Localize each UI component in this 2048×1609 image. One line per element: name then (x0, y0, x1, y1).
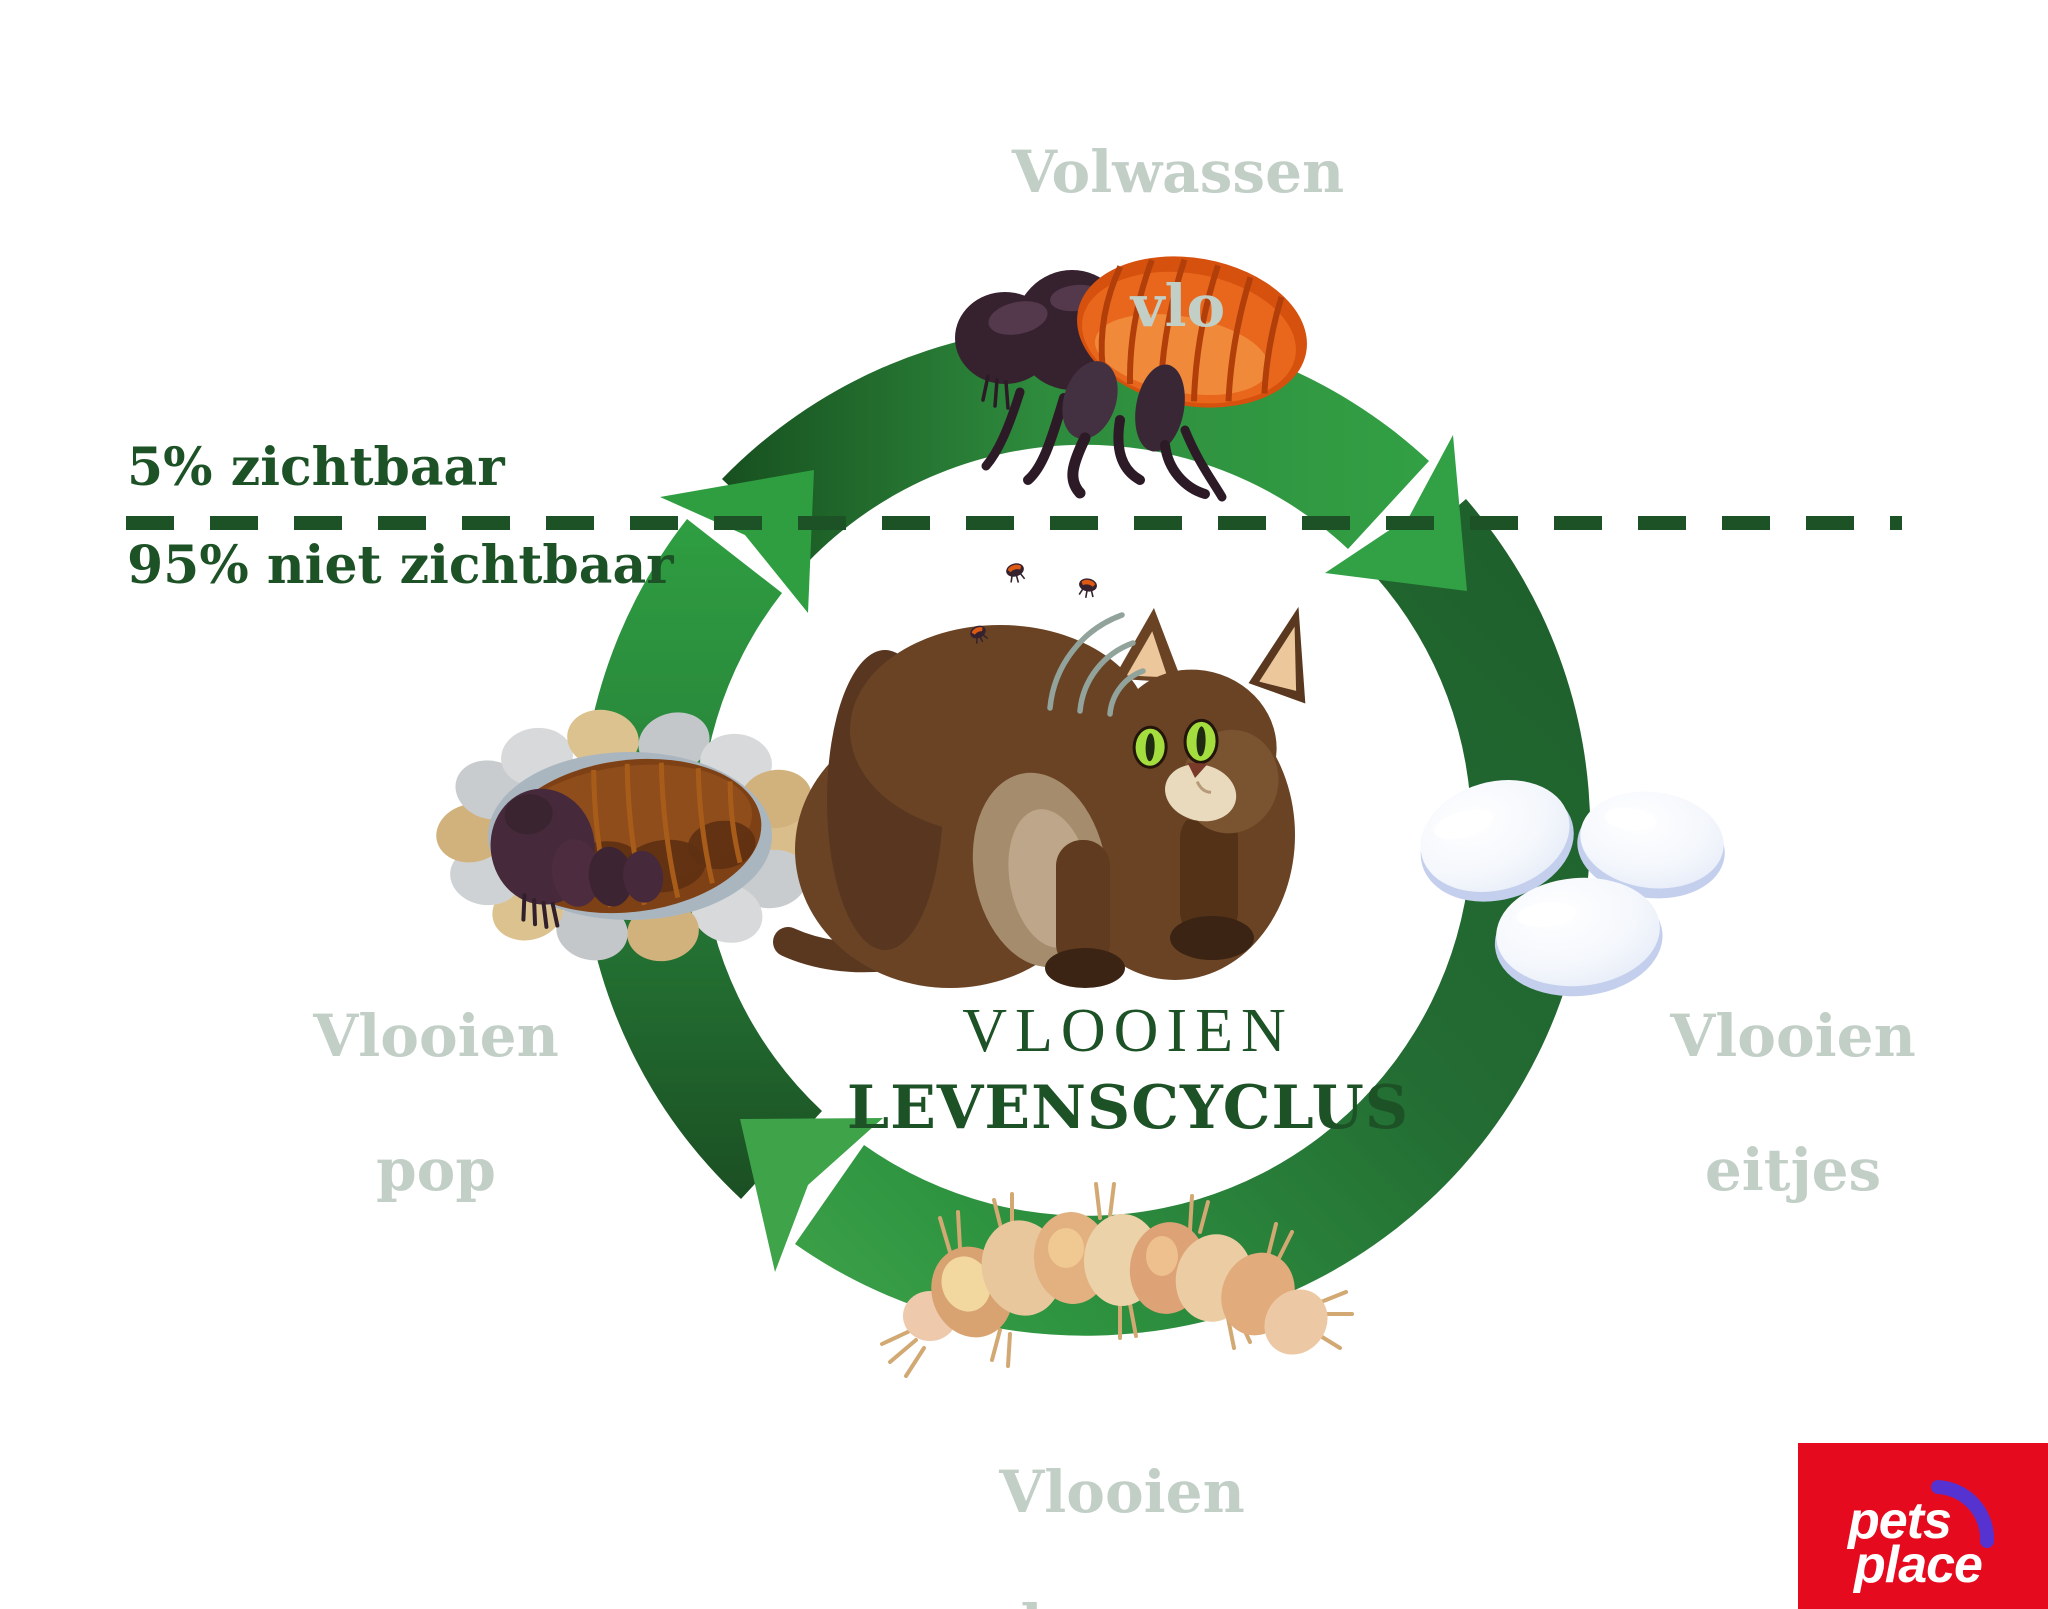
arrowhead-right-icon (1325, 435, 1467, 591)
motion-arcs-icon (1047, 612, 1146, 717)
arrowhead-bottom-left-icon (740, 1118, 883, 1272)
visibility-above-label: 5% zichtbaar (127, 437, 505, 498)
logo-swoosh-icon (1931, 1480, 1995, 1548)
logo-word-place: place (1854, 1536, 1983, 1594)
mini-flea-1-icon (1006, 563, 1026, 583)
egg-1 (1420, 780, 1574, 902)
flea-hind-legs (1062, 361, 1227, 502)
stage-label-line: Vlooien (313, 1002, 559, 1070)
ring-segment-bottom (795, 499, 1591, 1336)
flea-mouthparts (981, 374, 1010, 410)
stage-label-line: Vlooien (1670, 1002, 1916, 1070)
mini-flea-2-icon (1078, 578, 1097, 598)
stage-label-line: Volwassen (1011, 138, 1345, 206)
flea-legs (981, 387, 1145, 485)
cat-eye-right (1183, 718, 1219, 764)
stage-label-line: vlo (1130, 272, 1226, 340)
egg-3 (1494, 877, 1663, 997)
stage-label-adult-flea: Volwassen vlo (1012, 72, 1344, 407)
cat-illustration (773, 606, 1306, 988)
cat-nose-icon (1187, 762, 1208, 778)
cat-paw-right (1170, 916, 1254, 960)
cycle-title-line1: VLOOIEN (962, 997, 1294, 1065)
stage-label-flea-larvae: Vlooien larven (999, 1392, 1245, 1609)
stage-label-flea-eggs: Vlooien eitjes (1670, 936, 1916, 1271)
mini-flea-3-icon (970, 625, 989, 644)
adult-flea-illustration (955, 256, 1307, 502)
pupa-cocoon (490, 758, 762, 929)
flea-abdomen (1077, 256, 1307, 408)
cat-head (1113, 606, 1306, 834)
larva-tail (1264, 1289, 1328, 1355)
arrowhead-top-left-icon (660, 470, 814, 613)
petsplace-logo: pets place (1798, 1443, 2048, 1609)
stage-label-line: eitjes (1704, 1136, 1882, 1204)
cat-front-leg-left (1056, 840, 1110, 970)
visibility-below-label: 95% niet zichtbaar (127, 535, 674, 596)
cat-paw-left (1045, 948, 1125, 988)
flea-eggs-illustration (1420, 780, 1725, 997)
stage-label-line: Vlooien (999, 1458, 1245, 1526)
egg-2 (1577, 791, 1725, 899)
stage-label-flea-pupae: Vlooien pop (313, 936, 559, 1271)
stage-label-line: pop (376, 1136, 496, 1204)
cat-front-leg-right (1180, 810, 1238, 940)
cat-muzzle (1165, 764, 1237, 822)
cycle-title-line2: LEVENSCYCLUS (846, 1073, 1410, 1143)
flea-larva-illustration (880, 1182, 1354, 1378)
cat-eye-left (1132, 725, 1168, 769)
logo-word-pets: pets (1848, 1492, 1952, 1550)
stage-label-line: larven (999, 1593, 1245, 1609)
flea-pupa-illustration (436, 709, 824, 962)
pupa-comb-bristles (521, 893, 560, 929)
